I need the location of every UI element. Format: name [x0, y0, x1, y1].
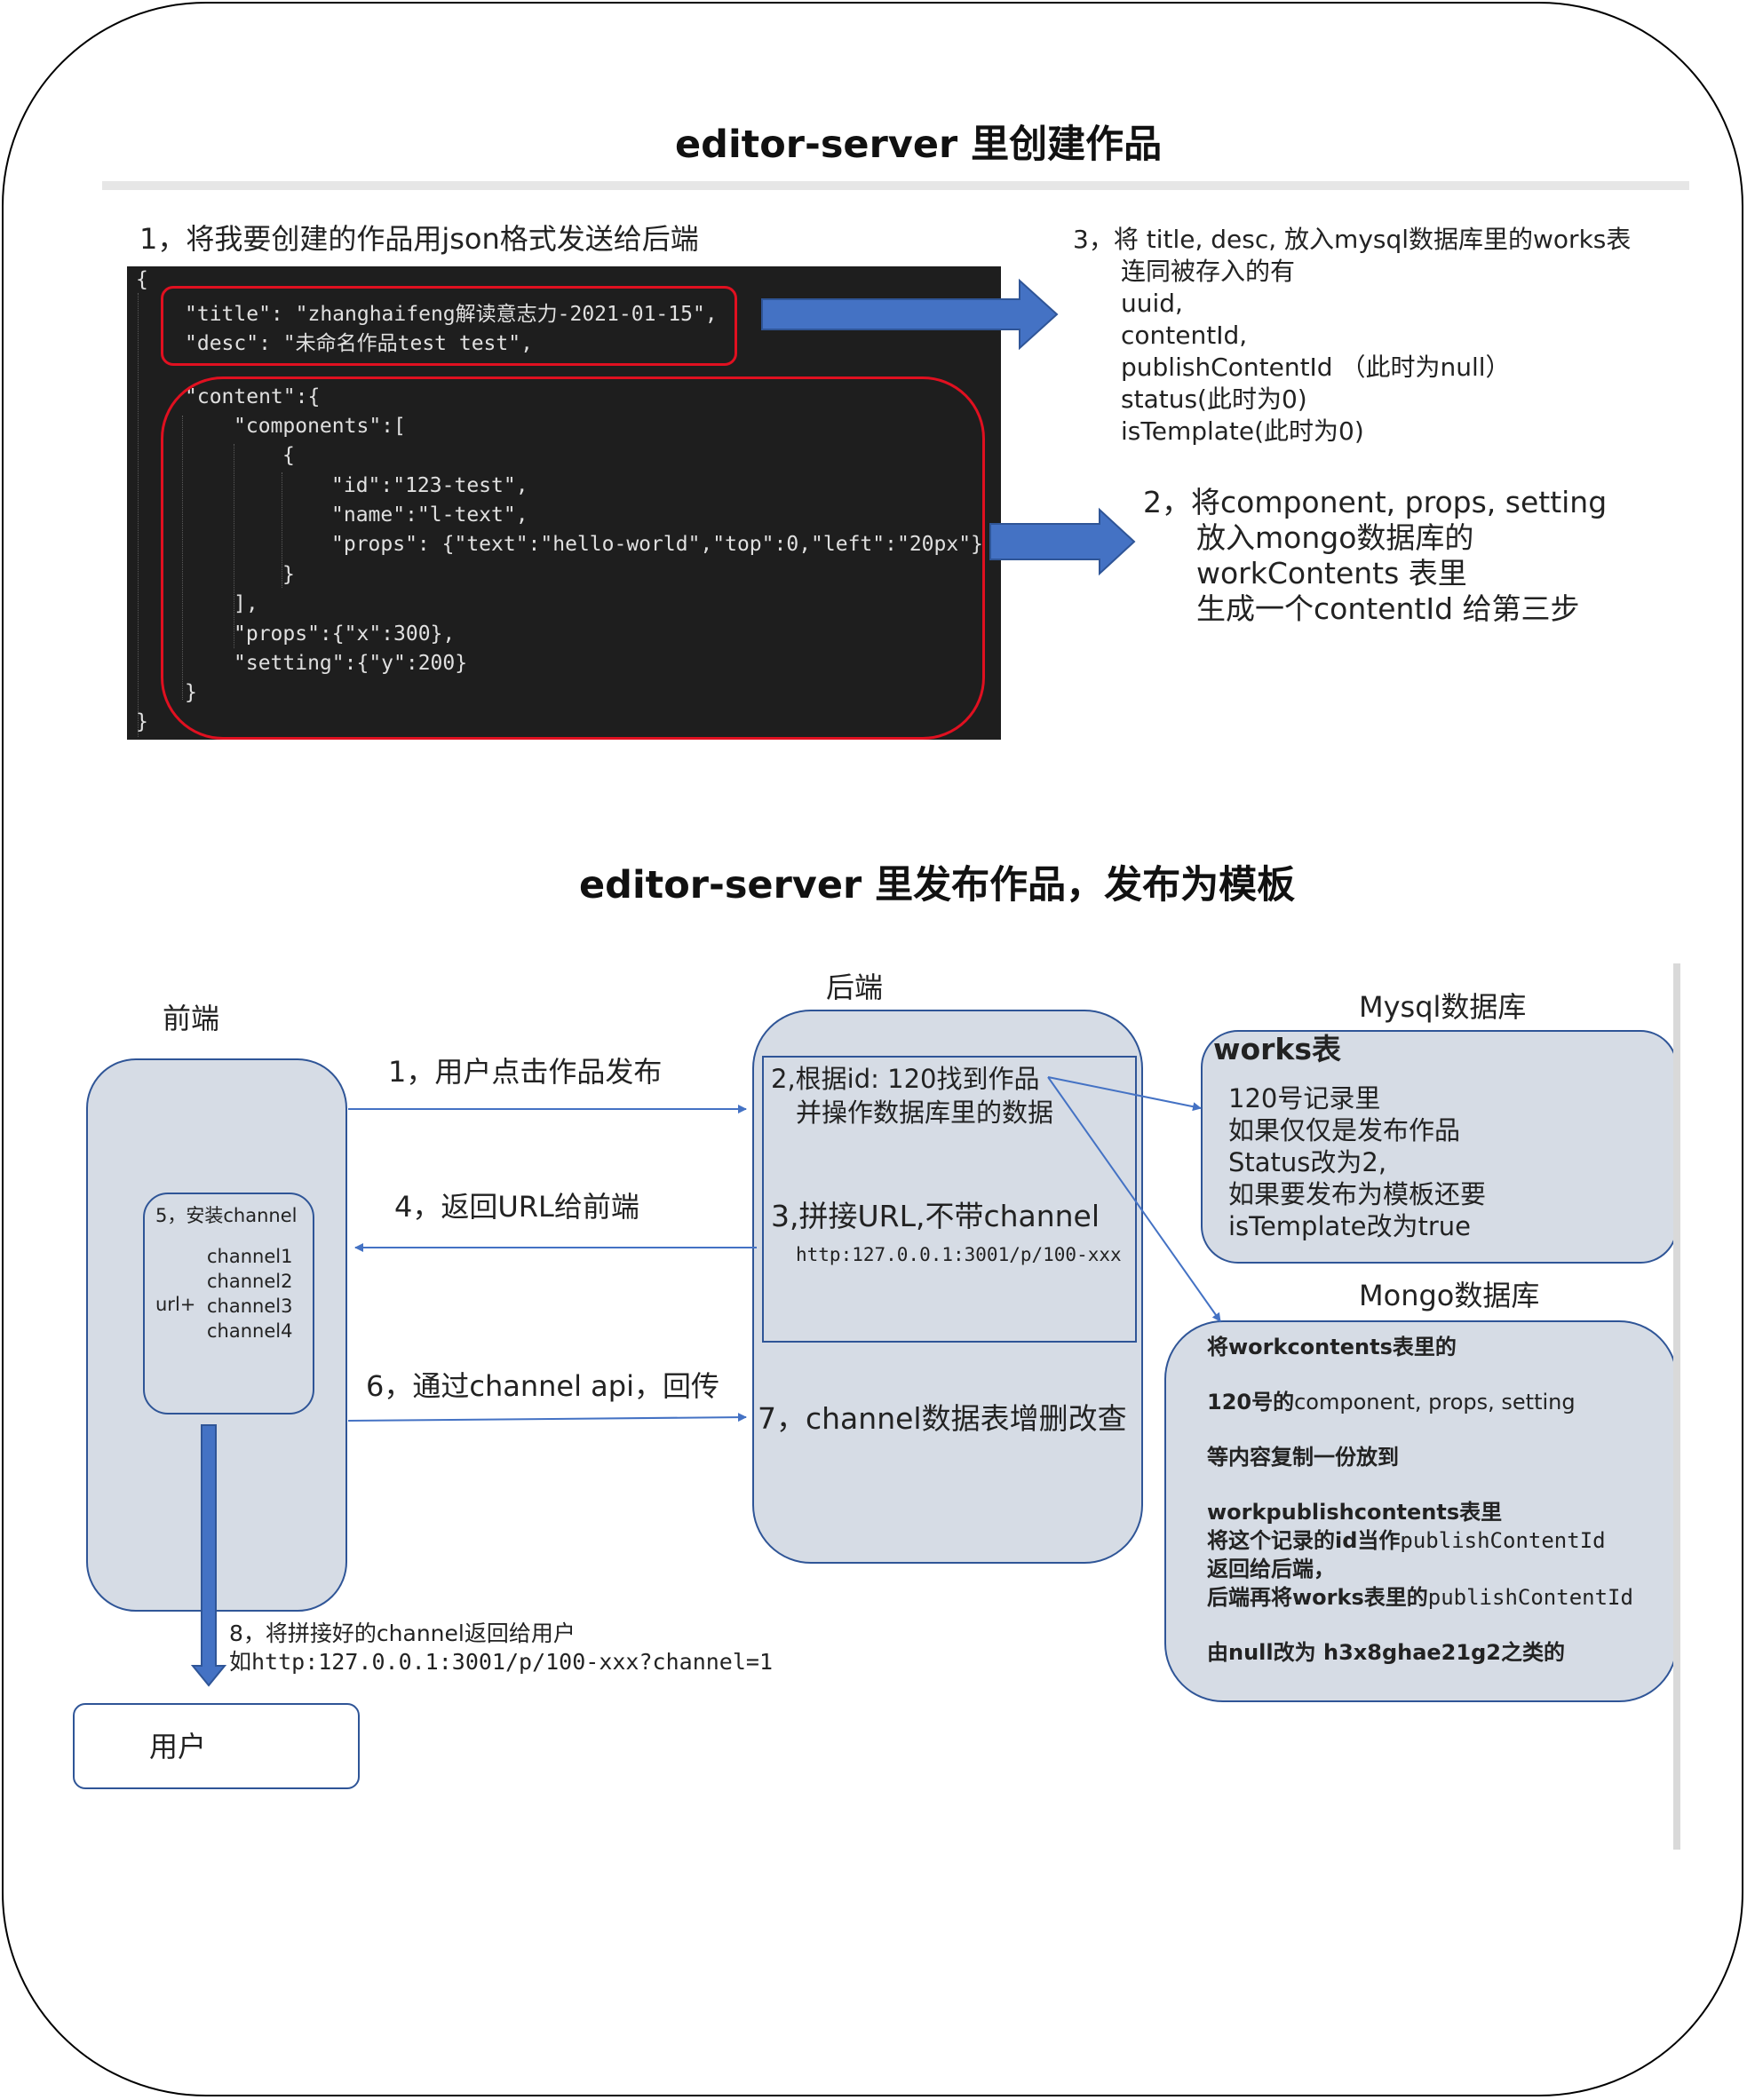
code-line: { — [282, 444, 295, 467]
step3-url: http:127.0.0.1:3001/p/100-xxx — [796, 1244, 1122, 1265]
works-table-text: 120号记录里 如果仅仅是发布作品 Status改为2, 如果要发布为模板还要 … — [1228, 1083, 1487, 1241]
step1-publish-label: 1，用户点击作品发布 — [388, 1055, 663, 1089]
step7-text: 7，channel数据表增删改查 — [758, 1401, 1127, 1436]
works-table-panel — [1201, 1030, 1678, 1264]
step3-mysql-text: 3，将 title, desc, 放入mysql数据库里的works表 连同被存… — [1073, 225, 1632, 446]
code-line: } — [282, 563, 295, 586]
code-line-components: "components":[ — [234, 415, 406, 438]
code-line-props2: "props":{"x":300}, — [234, 622, 456, 646]
title-divider — [102, 181, 1689, 190]
scrollbar[interactable] — [1673, 963, 1680, 1850]
frontend-label: 前端 — [163, 1002, 220, 1035]
step2-mongo-text: 2，将component, props, setting 放入mongo数据库的… — [1143, 485, 1608, 626]
title-desc-highlight — [161, 286, 737, 366]
user-label: 用户 — [149, 1730, 207, 1763]
code-line-id: "id":"123-test", — [331, 474, 528, 497]
backend-label: 后端 — [826, 971, 884, 1004]
arrow-to-user — [190, 1424, 227, 1687]
arrow-to-mongo-db — [1047, 1076, 1221, 1322]
json-code-block: { "title": "zhanghaifeng解读意志力-2021-01-15… — [127, 266, 1001, 740]
step1-create-label: 1，将我要创建的作品用json格式发送给后端 — [139, 222, 699, 256]
mongo-label: Mongo数据库 — [1359, 1279, 1540, 1312]
mongo-panel — [1164, 1320, 1678, 1702]
url-prefix: url+ — [155, 1294, 196, 1315]
step6-label: 6，通过channel api，回传 — [366, 1369, 719, 1403]
user-box — [73, 1703, 360, 1789]
arrow-to-mysql — [761, 278, 1059, 351]
step8-text: 8，将拼接好的channel返回给用户 如http:127.0.0.1:3001… — [229, 1621, 773, 1675]
channel-list: channel1 channel2 channel3 channel4 — [207, 1244, 292, 1343]
section2-title: editor-server 里发布作品，发布为模板 — [579, 863, 1296, 907]
channel-item: channel3 — [207, 1296, 293, 1317]
channel-item: channel2 — [207, 1271, 293, 1292]
arrow-to-works — [1047, 1076, 1202, 1112]
mongo-text: 将workcontents表里的 120号的component, props, … — [1207, 1335, 1633, 1665]
arrow-to-mongo — [989, 507, 1136, 576]
backend-panel — [752, 1010, 1143, 1564]
step2-find-text: 2,根据id: 120找到作品 并操作数据库里的数据 — [771, 1064, 1054, 1128]
channel-item: channel1 — [207, 1246, 293, 1267]
code-line: } — [136, 710, 148, 733]
channel-box-title: 5，安装channel — [155, 1205, 298, 1226]
content-highlight — [161, 376, 985, 740]
code-line-desc: "desc": "未命名作品test test", — [185, 332, 533, 355]
channel-box: 5，安装channel channel1 channel2 channel3 c… — [143, 1193, 314, 1415]
step4-label: 4，返回URL给前端 — [394, 1190, 639, 1224]
backend-process-box — [762, 1056, 1137, 1343]
code-line-name: "name":"l-text", — [331, 503, 528, 527]
code-line-props: "props": {"text":"hello-world","top":0,"… — [331, 533, 983, 556]
mysql-label: Mysql数据库 — [1359, 990, 1527, 1024]
code-line-title: "title": "zhanghaifeng解读意志力-2021-01-15", — [185, 303, 718, 326]
code-line: ], — [234, 592, 258, 615]
code-line-setting: "setting":{"y":200} — [234, 652, 468, 675]
works-table-title: works表 — [1213, 1032, 1342, 1066]
code-line: { — [136, 268, 148, 291]
arrow-step6 — [347, 1413, 747, 1422]
section1-title: editor-server 里创建作品 — [675, 123, 1163, 167]
channel-item: channel4 — [207, 1320, 293, 1342]
step3-url-text: 3,拼接URL,不带channel — [771, 1199, 1100, 1233]
